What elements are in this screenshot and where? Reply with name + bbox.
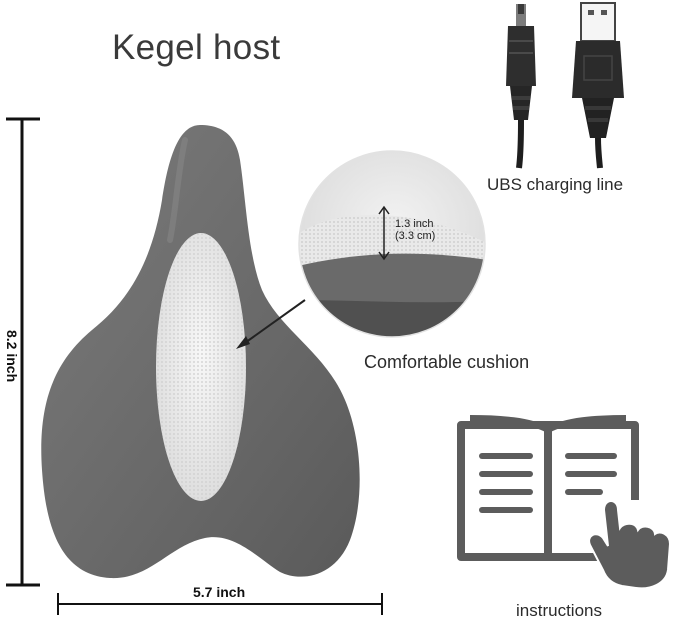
manual-label: instructions xyxy=(516,601,602,620)
cushion-thickness-cm: (3.3 cm) xyxy=(395,230,436,242)
cushion-zoom-callout xyxy=(298,150,486,338)
product-title: Kegel host xyxy=(112,28,281,67)
callout-arrow xyxy=(236,299,306,349)
cushion-label: Comfortable cushion xyxy=(364,352,530,372)
kegel-device-image xyxy=(41,125,360,579)
cable-label: UBS charging line xyxy=(487,175,624,194)
book-hand-icon xyxy=(457,415,639,561)
height-dimension xyxy=(6,117,40,587)
height-label: 8.2 inch xyxy=(4,330,20,383)
usb-cable-icon xyxy=(506,2,624,169)
pointing-hand-icon xyxy=(588,500,672,590)
width-label: 5.7 inch xyxy=(193,584,246,600)
cushion-thickness: 1.3 inch (3.3 cm) xyxy=(395,218,435,242)
width-dimension xyxy=(57,593,383,615)
cushion-thickness-inch: 1.3 inch xyxy=(395,218,434,230)
